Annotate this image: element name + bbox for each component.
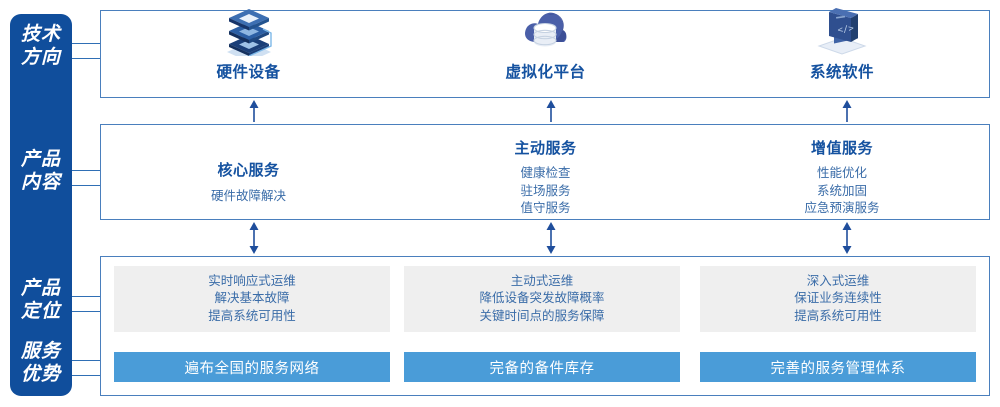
connector-stub-content-2 (72, 185, 100, 186)
arrow-bidirectional-core (249, 222, 259, 254)
connector-stub-tech-1 (72, 43, 100, 44)
laptop-code-icon: </> (694, 0, 990, 58)
service-title-proactive: 主动服务 (514, 140, 577, 157)
tech-label-system-software: 系统软件 (809, 64, 874, 81)
rail-item-product-content-line2: 内容 (20, 172, 61, 193)
position-line: 解决基本故障 (214, 291, 290, 306)
service-item: 健康检查 (520, 166, 571, 180)
service-item: 应急预演服务 (804, 201, 880, 215)
position-box-indepth[interactable]: 深入式运维 保证业务连续性 提高系统可用性 (700, 266, 976, 332)
rail-item-product-position[interactable]: 产品 定位 (10, 277, 72, 323)
position-line: 保证业务连续性 (794, 291, 882, 306)
service-column-proactive[interactable]: 主动服务 健康检查 驻场服务 值守服务 (397, 124, 694, 220)
connector-stub-position-1 (72, 296, 100, 297)
rail-item-product-position-line1: 产品 (20, 278, 61, 299)
advantage-bar-management[interactable]: 完善的服务管理体系 (700, 352, 976, 382)
tech-column-virtualization[interactable]: 虚拟化平台 (397, 0, 694, 88)
service-item: 硬件故障解决 (210, 189, 286, 203)
advantage-bar-spare-parts[interactable]: 完备的备件库存 (404, 352, 680, 382)
connector-stub-tech-2 (72, 58, 100, 59)
rail-item-tech-direction-line2: 方向 (20, 47, 61, 68)
connector-stub-advantage-2 (72, 375, 100, 376)
advantage-bar-network[interactable]: 遍布全国的服务网络 (114, 352, 390, 382)
tech-column-hardware[interactable]: 硬件设备 (100, 0, 397, 88)
position-line: 主动式运维 (510, 273, 574, 288)
position-line: 深入式运维 (806, 273, 870, 288)
position-line: 提高系统可用性 (794, 308, 882, 323)
connector-stub-position-2 (72, 311, 100, 312)
band-product-content (100, 124, 990, 220)
service-item: 系统加固 (816, 183, 867, 198)
rail-item-tech-direction-line1: 技术 (20, 24, 61, 45)
rail-item-service-advantage-line1: 服务 (20, 341, 61, 362)
position-line: 关键时间点的服务保障 (479, 308, 605, 323)
tech-label-hardware: 硬件设备 (216, 64, 281, 81)
service-list-proactive: 健康检查 驻场服务 值守服务 (397, 165, 694, 218)
service-title-value-added: 增值服务 (810, 140, 873, 157)
rail-item-product-position-line2: 定位 (20, 301, 61, 322)
rail-item-product-content-line1: 产品 (20, 149, 61, 170)
arrow-up-hardware (249, 100, 259, 122)
service-column-core[interactable]: 核心服务 硬件故障解决 (100, 124, 397, 220)
position-line: 降低设备突发故障概率 (479, 291, 605, 306)
service-list-core: 硬件故障解决 (100, 188, 397, 206)
rail-item-service-advantage-line2: 优势 (20, 364, 61, 385)
position-line: 提高系统可用性 (208, 308, 296, 323)
arrow-up-system-software (842, 100, 852, 122)
service-item: 驻场服务 (520, 183, 571, 198)
arrow-bidirectional-proactive (546, 222, 556, 254)
service-item: 性能优化 (816, 166, 867, 180)
rail-item-tech-direction[interactable]: 技术 方向 (10, 23, 72, 69)
tech-label-virtualization: 虚拟化平台 (505, 64, 586, 81)
connector-stub-content-1 (72, 170, 100, 171)
service-column-value-added[interactable]: 增值服务 性能优化 系统加固 应急预演服务 (694, 124, 990, 220)
connector-stub-advantage-1 (72, 360, 100, 361)
position-box-realtime[interactable]: 实时响应式运维 解决基本故障 提高系统可用性 (114, 266, 390, 332)
position-line: 实时响应式运维 (208, 273, 296, 288)
tech-column-system-software[interactable]: </> 系统软件 (694, 0, 990, 88)
service-list-value-added: 性能优化 系统加固 应急预演服务 (694, 165, 990, 218)
rail-item-service-advantage[interactable]: 服务 优势 (10, 340, 72, 386)
svg-text:</>: </> (837, 24, 855, 36)
arrow-up-virtualization (546, 100, 556, 122)
server-stack-icon (100, 0, 397, 58)
service-item: 值守服务 (520, 201, 571, 215)
cloud-database-icon (397, 0, 694, 58)
position-box-proactive[interactable]: 主动式运维 降低设备突发故障概率 关键时间点的服务保障 (404, 266, 680, 332)
arrow-bidirectional-value-added (842, 222, 852, 254)
category-rail (10, 14, 72, 396)
rail-item-product-content[interactable]: 产品 内容 (10, 148, 72, 194)
service-title-core: 核心服务 (217, 162, 280, 179)
